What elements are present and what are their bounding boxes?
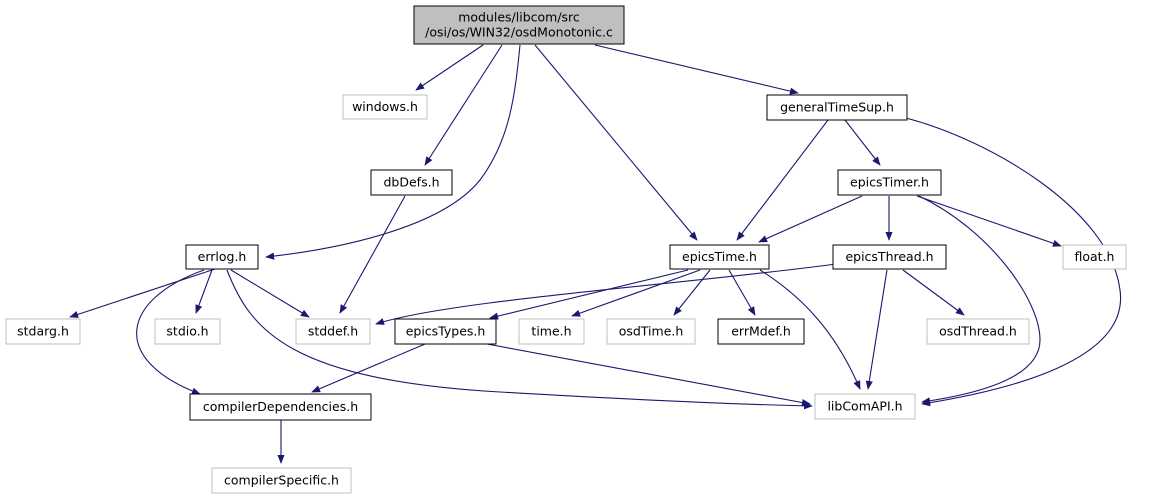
node-label: compilerSpecific.h — [224, 473, 339, 488]
node-label: windows.h — [352, 99, 418, 114]
edge-epicsTime-h-to-time-h — [571, 269, 701, 317]
edge-errlog-h-to-libComAPI-h — [226, 269, 813, 410]
node-stdarg-h: stdarg.h — [5, 318, 81, 345]
node-compilerDependencies-h[interactable]: compilerDependencies.h — [189, 393, 372, 421]
node-root: modules/libcom/src/osi/os/WIN32/osdMonot… — [413, 5, 625, 45]
node-label: epicsThread.h — [845, 249, 933, 264]
edge-generalTimeSup-h-to-epicsTime-h — [736, 119, 829, 241]
node-box — [518, 318, 585, 345]
edge-root-to-errlog-h — [265, 44, 521, 260]
node-epicsTimer-h[interactable]: epicsTimer.h — [837, 169, 942, 196]
node-label: errMdef.h — [731, 324, 791, 339]
node-box — [370, 169, 453, 196]
edge-errlog-h-to-stdio-h — [195, 269, 213, 314]
node-label: time.h — [531, 324, 571, 339]
node-box — [766, 94, 908, 121]
node-errMdef-h[interactable]: errMdef.h — [717, 318, 805, 345]
edge-epicsThread-h-to-stddef-h — [375, 263, 837, 325]
edge-root-to-dbDefs-h — [424, 44, 503, 166]
edge-epicsTypes-h-to-libComAPI-h — [486, 343, 811, 407]
node-box — [814, 393, 916, 420]
node-label: stdio.h — [166, 324, 208, 339]
nodes-layer: modules/libcom/src/osi/os/WIN32/osdMonot… — [5, 5, 1127, 494]
node-box — [413, 5, 625, 45]
node-box — [189, 393, 372, 421]
node-box — [185, 244, 259, 270]
node-label: osdThread.h — [939, 324, 1017, 339]
edge-errlog-h-to-stddef-h — [230, 269, 310, 318]
edge-epicsTime-h-to-epicsTypes-h — [489, 269, 689, 320]
node-label: errlog.h — [198, 249, 247, 264]
node-libComAPI-h: libComAPI.h — [814, 393, 916, 420]
node-box — [295, 318, 371, 345]
edge-root-to-generalTimeSup-h — [594, 44, 799, 95]
node-stdio-h: stdio.h — [154, 318, 221, 345]
node-generalTimeSup-h[interactable]: generalTimeSup.h — [766, 94, 908, 121]
edge-epicsTypes-h-to-compilerDependencies-h — [311, 343, 426, 393]
node-box — [606, 318, 696, 345]
node-label: /osi/os/WIN32/osdMonotonic.c — [425, 25, 613, 40]
edge-generalTimeSup-h-to-epicsTimer-h — [844, 119, 881, 166]
node-box — [926, 318, 1030, 345]
node-time-h: time.h — [518, 318, 585, 345]
node-label: stddef.h — [308, 324, 358, 339]
edge-epicsTime-h-to-errMdef-h — [728, 269, 756, 316]
edge-epicsThread-h-to-libComAPI-h — [865, 269, 888, 390]
node-box — [211, 467, 352, 494]
edge-epicsTimer-h-to-epicsTime-h — [758, 195, 863, 243]
node-box — [669, 244, 770, 270]
node-box — [837, 169, 942, 196]
edges-layer — [69, 44, 1121, 464]
node-osdThread-h: osdThread.h — [926, 318, 1030, 345]
edge-generalTimeSup-h-to-libComAPI-h — [905, 117, 1121, 407]
node-box — [1062, 244, 1127, 270]
edge-epicsTimer-h-to-libComAPI-h — [918, 195, 1041, 405]
node-label: epicsTime.h — [682, 249, 757, 264]
node-float-h: float.h — [1062, 244, 1127, 270]
node-osdTime-h: osdTime.h — [606, 318, 696, 345]
edge-errlog-h-to-stdarg-h — [69, 268, 216, 318]
edge-epicsTime-h-to-libComAPI-h — [759, 269, 861, 390]
node-windows-h: windows.h — [342, 94, 428, 120]
edge-dbDefs-h-to-stddef-h — [339, 195, 406, 314]
node-label: stdarg.h — [17, 324, 69, 339]
edge-epicsThread-h-to-osdThread-h — [902, 269, 965, 316]
node-box — [154, 318, 221, 345]
node-box — [832, 244, 947, 270]
node-label: osdTime.h — [619, 324, 684, 339]
node-label: compilerDependencies.h — [203, 399, 358, 414]
node-box — [394, 318, 497, 345]
edge-errlog-h-to-compilerDependencies-h — [136, 269, 205, 395]
node-label: modules/libcom/src — [458, 10, 580, 25]
node-stddef-h: stddef.h — [295, 318, 371, 345]
edge-epicsTime-h-to-osdTime-h — [673, 269, 711, 316]
edge-epicsTimer-h-to-float-h — [916, 195, 1062, 247]
node-epicsTime-h[interactable]: epicsTime.h — [669, 244, 770, 270]
node-epicsThread-h[interactable]: epicsThread.h — [832, 244, 947, 270]
edge-root-to-windows-h — [415, 44, 484, 91]
node-label: generalTimeSup.h — [780, 100, 894, 115]
node-errlog-h[interactable]: errlog.h — [185, 244, 259, 270]
edge-root-to-epicsTime-h — [534, 44, 698, 241]
node-box — [717, 318, 805, 345]
node-dbDefs-h[interactable]: dbDefs.h — [370, 169, 453, 196]
node-label: epicsTimer.h — [850, 175, 929, 190]
node-box — [342, 94, 428, 120]
node-compilerSpecific-h: compilerSpecific.h — [211, 467, 352, 494]
node-label: dbDefs.h — [384, 175, 440, 190]
node-label: float.h — [1075, 249, 1115, 264]
node-label: libComAPI.h — [827, 399, 902, 414]
node-box — [5, 318, 81, 345]
node-label: epicsTypes.h — [406, 324, 486, 339]
node-epicsTypes-h[interactable]: epicsTypes.h — [394, 318, 497, 345]
